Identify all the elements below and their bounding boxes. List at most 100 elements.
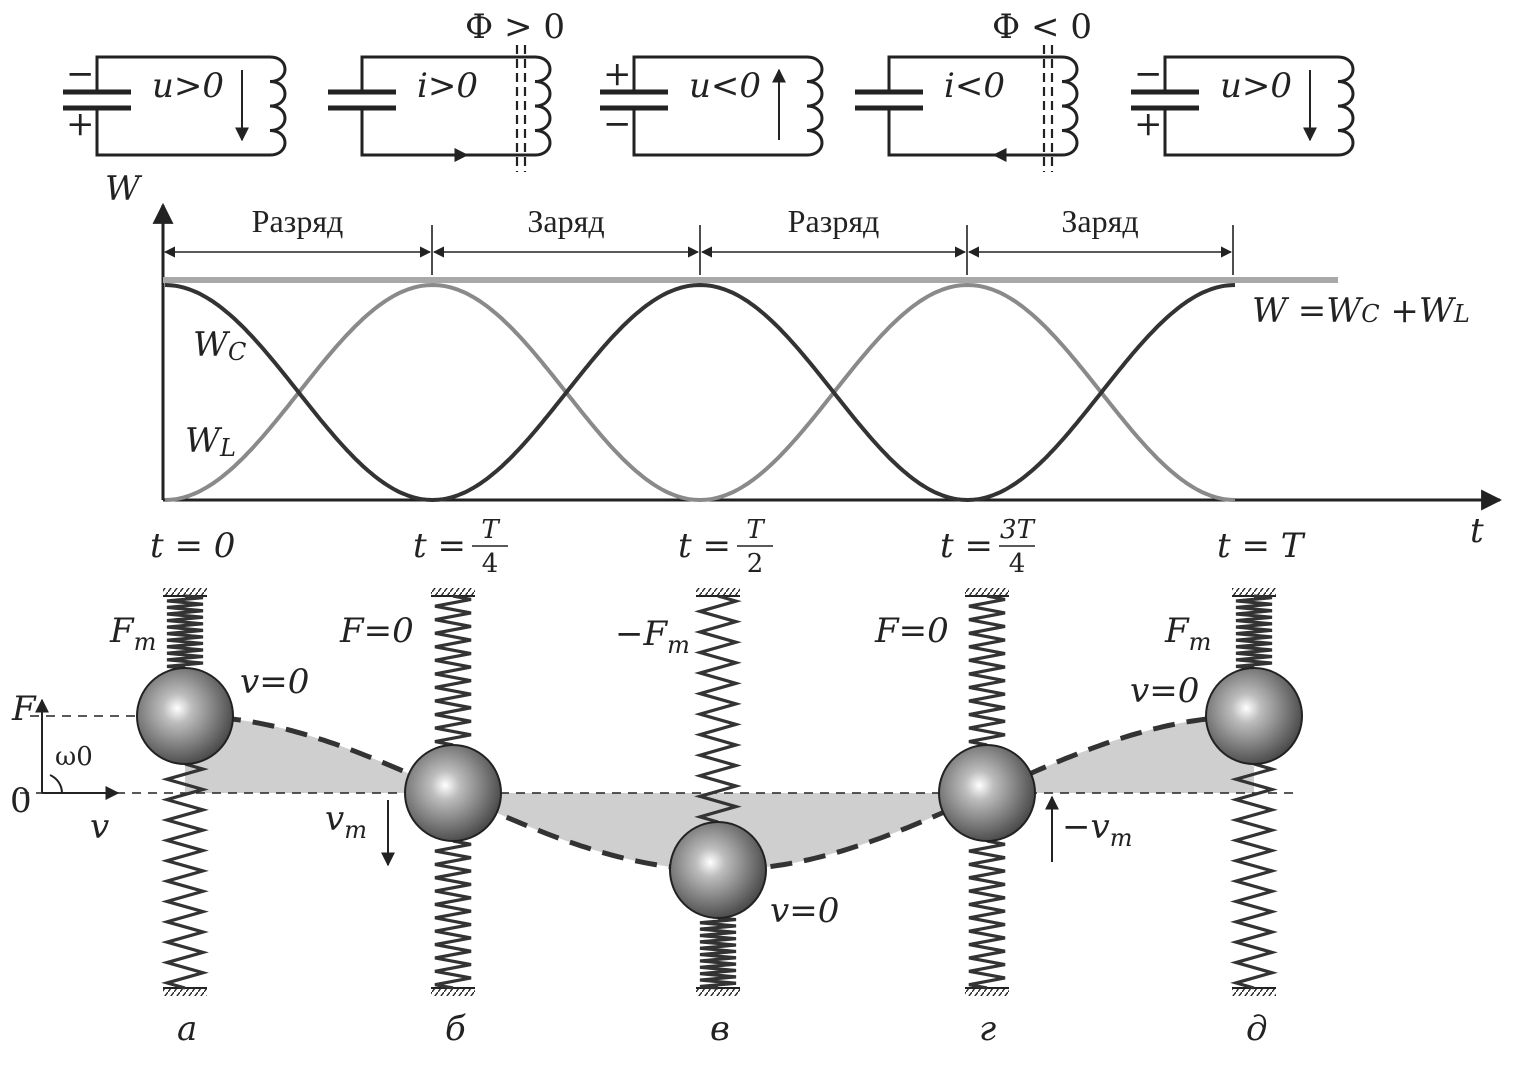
force-label: −Fm (615, 614, 690, 659)
velocity-label: v=0 (240, 662, 309, 702)
time-label: t = T (1217, 526, 1306, 566)
phase-label: Заряд (527, 203, 604, 239)
svg-text:t = 0: t = 0 (150, 526, 235, 566)
svg-text:t = T: t = T (1217, 526, 1306, 566)
capacitor-top-sign: + (603, 54, 632, 94)
upper-spring (166, 594, 204, 670)
bottom-support (696, 988, 740, 996)
circuit-label: i<0 (944, 66, 1005, 106)
svg-text:t =: t = (413, 526, 466, 566)
zero-label: 0 (10, 781, 32, 821)
spring-unit-в: в (669, 588, 767, 1049)
position-letter: б (445, 1009, 466, 1049)
circuit-d: i<0 Ф < 0 (855, 7, 1092, 172)
lower-spring (699, 916, 737, 990)
top-support (163, 588, 207, 596)
capacitor-bottom-sign: + (1134, 104, 1163, 144)
time-label: t = T 4 (413, 515, 508, 579)
phase-label: Заряд (1061, 203, 1138, 239)
inductor-coil (534, 55, 552, 157)
top-support (431, 588, 475, 596)
inductor-coil (1061, 55, 1079, 157)
lower-spring (434, 839, 472, 990)
spring-unit-д: д (1205, 588, 1303, 1049)
lower-spring (161, 762, 209, 990)
bottom-support (965, 988, 1009, 996)
phase-label: Разряд (788, 203, 880, 239)
velocity-label: −vm (1062, 807, 1132, 852)
inductor-coil (269, 55, 287, 157)
circuit-a: − + u>0 (63, 54, 287, 157)
velocity-label: vm (325, 799, 367, 844)
flux-label: Ф < 0 (992, 7, 1092, 47)
upper-spring (968, 594, 1006, 747)
flux-label: Ф > 0 (465, 7, 565, 47)
spring-unit-б: б (404, 588, 502, 1049)
force-label: Fm (109, 611, 156, 656)
bottom-support (1232, 988, 1276, 996)
capacitor-top-sign: − (66, 54, 95, 94)
fraction-denominator: 4 (482, 549, 499, 579)
top-support (696, 588, 740, 596)
circuit-e: − + u>0 (1131, 54, 1355, 157)
position-letter: г (979, 1009, 996, 1049)
velocity-label: v=0 (770, 891, 839, 931)
bottom-support (431, 988, 475, 996)
upper-spring (694, 594, 742, 824)
fraction-denominator: 2 (747, 549, 764, 579)
top-support (965, 588, 1009, 596)
wc-curve (164, 282, 1236, 503)
fraction-numerator: 3T (1000, 515, 1036, 545)
mass-ball (938, 744, 1036, 842)
force-axis: F 0 ω0 v (10, 689, 120, 847)
capacitor-top-sign: − (1134, 54, 1163, 94)
top-support (1232, 588, 1276, 596)
phase-dimensions: Разряд Заряд Разряд Заряд (162, 203, 1234, 275)
mass-ball (1205, 667, 1303, 765)
inductor-coil (1337, 55, 1355, 157)
omega-label: ω0 (55, 742, 93, 772)
capacitor-bottom-sign: + (66, 104, 95, 144)
circuit-label: u<0 (689, 66, 761, 106)
spring-unit-а: а (136, 588, 234, 1049)
inductor-coil (806, 55, 824, 157)
fraction-numerator: T (481, 515, 500, 545)
lower-spring (968, 839, 1006, 990)
wl-label: WL (185, 421, 236, 462)
displacement-shading (185, 716, 1254, 870)
fraction-denominator: 4 (1009, 549, 1026, 579)
mass-ball (136, 667, 234, 765)
force-label: F=0 (874, 611, 949, 651)
position-letter: а (177, 1009, 197, 1049)
circuit-label: u>0 (1220, 66, 1292, 106)
wl-curve (164, 282, 1236, 503)
upper-spring (1235, 594, 1273, 670)
circuit-label: i>0 (417, 66, 478, 106)
spring-mass-system: а б в г д Fm F=0 −Fm F=0 Fm v=0 vm v=0 −vm v=0 F 0 ω0 … (10, 588, 1303, 1049)
force-label: Fm (1164, 611, 1211, 656)
fraction-numerator: T (746, 515, 765, 545)
bottom-support (163, 988, 207, 996)
velocity-axis-label: v (90, 807, 109, 847)
time-label: t =3T 4 (940, 515, 1036, 579)
circuit-b: i>0 Ф > 0 (328, 7, 565, 172)
velocity-label: v=0 (1130, 671, 1199, 711)
phase-label: Разряд (252, 203, 344, 239)
mass-ball (669, 821, 767, 919)
position-letter: д (1246, 1009, 1268, 1049)
wc-label: WC (193, 325, 246, 366)
capacitor-bottom-sign: − (603, 104, 632, 144)
circuit-label: u>0 (152, 66, 224, 106)
upper-spring (434, 594, 472, 747)
lower-spring (1230, 762, 1278, 990)
svg-text:t =: t = (940, 526, 993, 566)
mass-ball (404, 744, 502, 842)
force-label: F=0 (339, 611, 414, 651)
position-letter: в (710, 1009, 730, 1049)
x-axis-label: t (1470, 511, 1484, 551)
circuit-c: + − u<0 (600, 54, 824, 157)
circuit-row: − + u>0 i>0 Ф > 0 + − u<0 i<0 Ф < 0 − + u>0 (63, 7, 1355, 172)
